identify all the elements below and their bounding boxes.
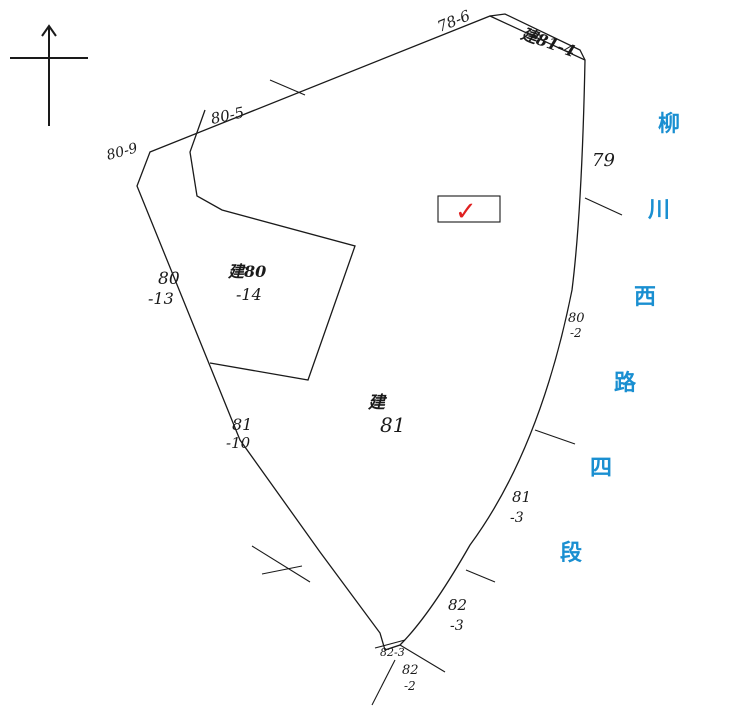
parcel-label-bldg-80-14-number: 建80: [227, 262, 266, 281]
parcel-label-82-2-suffix: -2: [404, 679, 416, 693]
parcel-label-80-13-number: 80: [158, 269, 180, 289]
check-mark-icon: ✓: [455, 197, 477, 227]
parcel-label-82-3-suffix: -3: [450, 618, 464, 634]
parcel-label-81-3-suffix: -3: [510, 510, 524, 526]
parcel-label-80-5: 80-5: [209, 103, 246, 128]
parcel-label-bldg-81-prefix: 建: [367, 393, 388, 413]
parcel-label-81-10-suffix: -10: [226, 434, 251, 452]
parcel-label-81-10-number: 81: [232, 415, 252, 434]
north-arrow-icon: [10, 24, 88, 126]
parcel-label-80-13-suffix: -13: [148, 289, 174, 308]
top-strip-boundary: [489, 13, 586, 61]
parcel-label-82-2-number: 82: [402, 663, 419, 678]
street-char-5: 四: [590, 456, 613, 481]
parcel-label-bldg-81-number: 81: [380, 413, 405, 437]
inner-building-boundary: [189, 109, 356, 381]
parcel-label-79: 79: [592, 150, 615, 171]
parcel-boundary: [136, 15, 586, 651]
parcel-label-81-3-number: 81: [512, 488, 531, 506]
street-char-1: 柳: [658, 112, 681, 137]
boundary-ticks: [251, 79, 623, 706]
parcel-label-78-6: 78-6: [435, 6, 473, 35]
street-char-2: 川: [648, 198, 671, 223]
parcel-label-bldg-81-4: 建81-4: [518, 24, 578, 61]
parcel-label-80-2-number: 80: [568, 311, 585, 326]
parcel-label-82-3-number: 82: [448, 596, 467, 614]
street-char-3: 西: [634, 285, 657, 310]
street-char-6: 段: [560, 541, 583, 566]
parcel-label-80-2-suffix: -2: [570, 326, 582, 340]
target-box: [437, 195, 501, 223]
parcel-label-80-9: 80-9: [105, 140, 140, 164]
parcel-label-82-3-small: 82-3: [380, 646, 405, 659]
street-char-4: 路: [614, 371, 637, 396]
parcel-label-bldg-80-14-suffix: -14: [236, 285, 262, 304]
